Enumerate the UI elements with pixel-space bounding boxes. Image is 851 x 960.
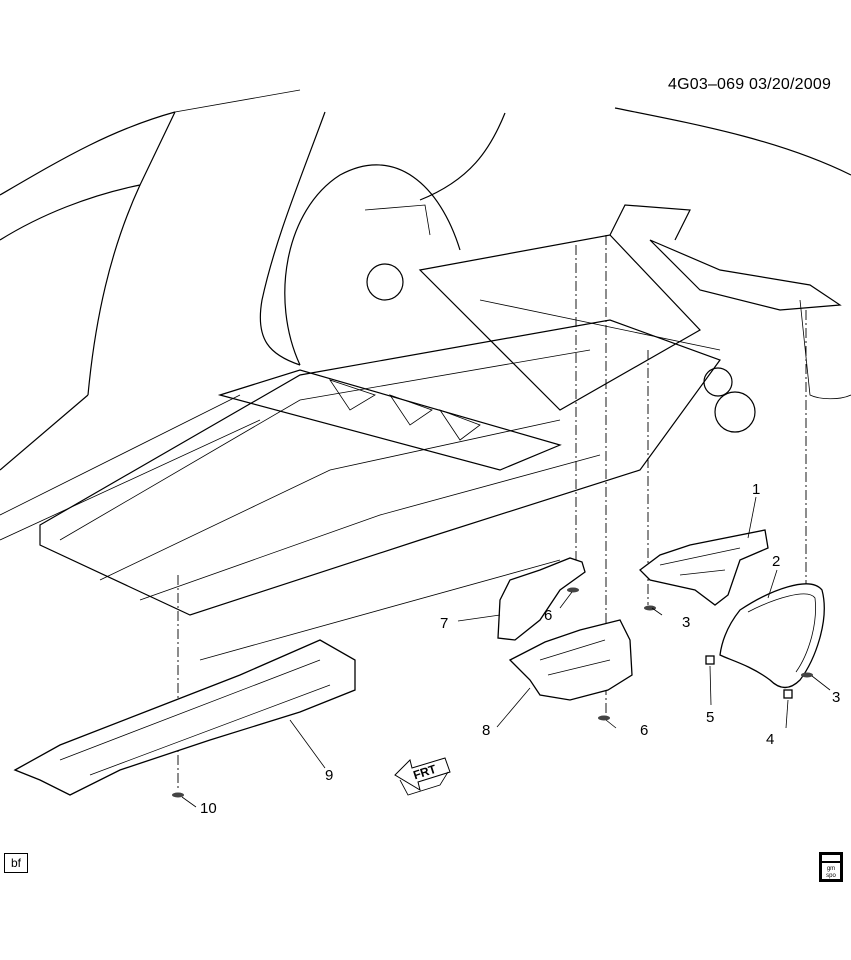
underbody-floor [39,319,721,661]
front-arrow: FRT [394,757,451,796]
heat-shield-1 [639,529,769,606]
bf-code: bf [4,853,28,873]
callout-8: 8 [482,722,490,739]
callout-5: 5 [706,709,714,726]
fasteners [172,587,813,798]
heat-shield-9 [13,639,356,796]
rear-suspension [418,204,851,433]
diagram-reference: 4G03–069 03/20/2009 [668,76,832,93]
front-arrow-label: FRT [411,762,438,783]
callout-1: 1 [752,481,760,498]
callout-6-upper: 6 [544,607,552,624]
wheel-housing [284,164,461,366]
callout-7: 7 [440,615,448,632]
callout-2: 2 [772,553,780,570]
callout-3-upper: 3 [682,614,690,631]
callout-6-lower: 6 [640,722,648,739]
callout-10: 10 [200,800,217,817]
vehicle-body [0,89,851,541]
gm-spo-logo: gm spo [819,852,843,882]
callout-4: 4 [766,731,774,748]
svg-text:spo: spo [826,873,836,879]
callout-3-lower: 3 [832,689,840,706]
svg-text:gm: gm [827,866,835,872]
heat-shield-2 [719,583,825,689]
leader-lines [181,496,831,808]
heat-shield-8 [508,619,633,701]
callout-9: 9 [325,767,333,784]
heat-shield-7 [497,557,586,641]
